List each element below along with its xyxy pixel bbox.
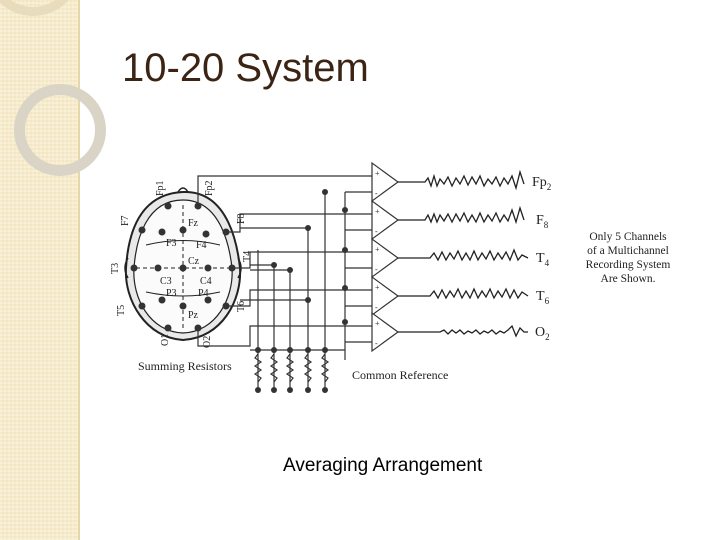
amplifiers [371, 161, 400, 353]
label-t4: T4 [242, 251, 253, 262]
figure-caption: Averaging Arrangement [283, 455, 483, 476]
summing-resistor-network [240, 191, 372, 390]
label-fp1: Fp1 [155, 180, 166, 196]
svg-text:-: - [375, 265, 378, 274]
electrode-fp1 [164, 202, 172, 210]
amplifier-5 [371, 311, 400, 353]
electrode-c4 [204, 264, 212, 272]
note-line-1: Only 5 Channels [589, 231, 667, 243]
svg-text:+: + [375, 319, 380, 328]
electrode-f7 [138, 226, 146, 234]
label-cz: Cz [188, 256, 200, 267]
label-c4: C4 [200, 276, 212, 287]
note-line-4: Are Shown. [601, 273, 656, 285]
channel-label-fp2: Fp2 [532, 175, 551, 192]
common-reference-label: Common Reference [352, 368, 448, 382]
label-f7: F7 [120, 215, 131, 226]
channel-label-o2: O2 [535, 325, 550, 342]
channel-note: Only 5 Channels of a Multichannel Record… [586, 231, 671, 285]
waveform-o2 [398, 324, 528, 338]
eeg-waveforms [398, 169, 529, 338]
electrode-o1 [164, 324, 172, 332]
slide-title: 10-20 System [122, 46, 369, 90]
label-f8: F8 [236, 213, 247, 224]
electrode-t3 [130, 264, 138, 272]
waveform-fp2 [398, 169, 525, 191]
channel-label-t6: T6 [536, 289, 550, 306]
electrode-fz [179, 226, 187, 234]
svg-text:+: + [375, 207, 380, 216]
waveform-t6 [398, 287, 529, 300]
electrode-p3 [158, 296, 166, 304]
note-line-2: of a Multichannel [587, 245, 669, 257]
waveform-t4 [398, 248, 529, 262]
waveform-f8 [398, 205, 525, 225]
svg-text:+: + [375, 169, 380, 178]
electrode-p4 [204, 296, 212, 304]
electrode-c3 [154, 264, 162, 272]
amplifier-1 [371, 161, 400, 203]
svg-text:-: - [375, 189, 378, 198]
electrode-f3 [158, 228, 166, 236]
amplifier-4 [371, 275, 400, 317]
electrode-cz [179, 264, 187, 272]
electrode-wiring [197, 175, 372, 347]
label-pz: Pz [188, 310, 199, 321]
junction-dots [255, 189, 348, 393]
electrodes [130, 202, 236, 332]
label-f4: F4 [196, 240, 207, 251]
decor-ring-middle [14, 84, 106, 176]
side-band-edge [78, 0, 80, 540]
channel-labels: Fp2 F8 T4 T6 O2 [532, 175, 551, 342]
label-fz: Fz [188, 218, 199, 229]
label-p3: P3 [166, 288, 177, 299]
note-line-3: Recording System [586, 259, 671, 271]
label-c3: C3 [160, 276, 172, 287]
electrode-f4 [202, 230, 210, 238]
svg-text:+: + [375, 245, 380, 254]
svg-text:-: - [375, 339, 378, 348]
head-outline [124, 187, 242, 342]
label-f3: F3 [166, 238, 177, 249]
svg-text:+: + [375, 283, 380, 292]
label-t3: T3 [110, 263, 121, 274]
label-fp2: Fp2 [204, 180, 215, 196]
amplifier-2 [371, 199, 400, 241]
amplifier-3 [371, 237, 400, 279]
label-p4: P4 [198, 288, 209, 299]
electrode-t5 [138, 302, 146, 310]
svg-text:-: - [375, 227, 378, 236]
channel-label-t4: T4 [536, 251, 550, 268]
label-o2: O2 [202, 336, 213, 348]
channel-label-f8: F8 [536, 213, 549, 230]
summing-resistors-label: Summing Resistors [138, 359, 232, 373]
amplifier-signs: + - + - + - + - + - [375, 169, 380, 348]
label-t5: T5 [116, 305, 127, 316]
electrode-pz [179, 302, 187, 310]
electrode-labels: Fp1 Fp2 F7 F8 F3 Fz F4 T3 T4 C3 Cz C4 T5… [110, 180, 253, 348]
svg-text:-: - [375, 303, 378, 312]
label-o1: O1 [160, 334, 171, 346]
